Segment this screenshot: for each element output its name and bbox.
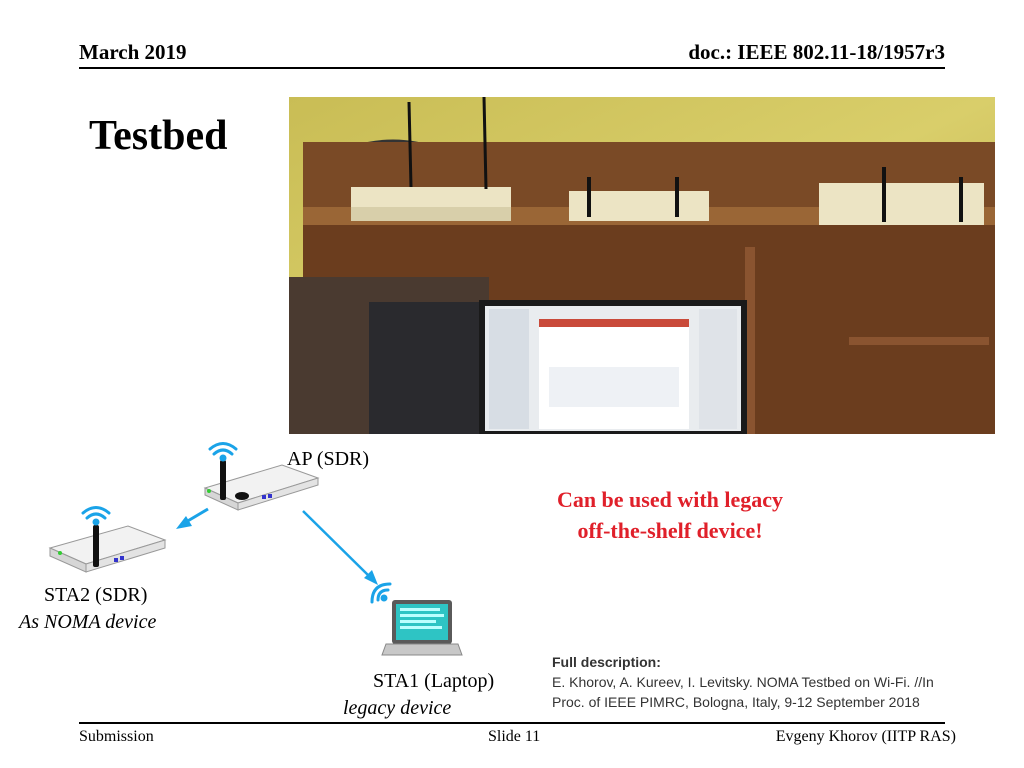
callout-line-2: off-the-shelf device! bbox=[577, 518, 763, 543]
sta2-sublabel: As NOMA device bbox=[19, 611, 157, 633]
sta2-wifi-icon bbox=[81, 506, 111, 526]
arrow-ap-to-sta2 bbox=[176, 507, 209, 529]
description-line-2: Proc. of IEEE PIMRC, Bologna, Italy, 9-1… bbox=[552, 694, 920, 710]
ap-label: AP (SDR) bbox=[287, 448, 370, 470]
sta2-router-icon bbox=[48, 525, 167, 573]
description-line-1: E. Khorov, A. Kureev, I. Levitsky. NOMA … bbox=[552, 674, 934, 690]
header-rule bbox=[79, 67, 945, 69]
ap-router-icon bbox=[203, 460, 320, 511]
network-diagram bbox=[48, 442, 463, 656]
sdr-box-1 bbox=[351, 97, 511, 221]
footer-submission: Submission bbox=[79, 728, 154, 745]
sta1-label: STA1 (Laptop) bbox=[373, 670, 495, 692]
legacy-callout: Can be used with legacy off-the-shelf de… bbox=[520, 484, 820, 546]
laptop-wifi-icon bbox=[370, 582, 392, 604]
footer-author: Evgeny Khorov (IITP RAS) bbox=[775, 728, 956, 745]
callout-line-1: Can be used with legacy bbox=[556, 487, 784, 512]
ap-wifi-icon bbox=[208, 442, 238, 462]
arrow-ap-to-sta1 bbox=[302, 510, 378, 585]
footer-rule bbox=[79, 722, 945, 724]
header-date: March 2019 bbox=[79, 40, 187, 64]
sdr-box-2 bbox=[569, 177, 709, 221]
testbed-photo bbox=[289, 97, 995, 434]
sta2-label: STA2 (SDR) bbox=[44, 584, 148, 606]
laptop-icon bbox=[381, 600, 463, 656]
sdr-box-3 bbox=[819, 167, 984, 225]
header-doc-id: doc.: IEEE 802.11-18/1957r3 bbox=[688, 40, 945, 64]
slide-title: Testbed bbox=[89, 113, 228, 159]
description-heading: Full description: bbox=[552, 654, 661, 670]
full-description: Full description: E. Khorov, A. Kureev, … bbox=[552, 652, 934, 712]
footer-slide-number: Slide 11 bbox=[488, 728, 541, 745]
sta1-sublabel: legacy device bbox=[343, 697, 452, 719]
